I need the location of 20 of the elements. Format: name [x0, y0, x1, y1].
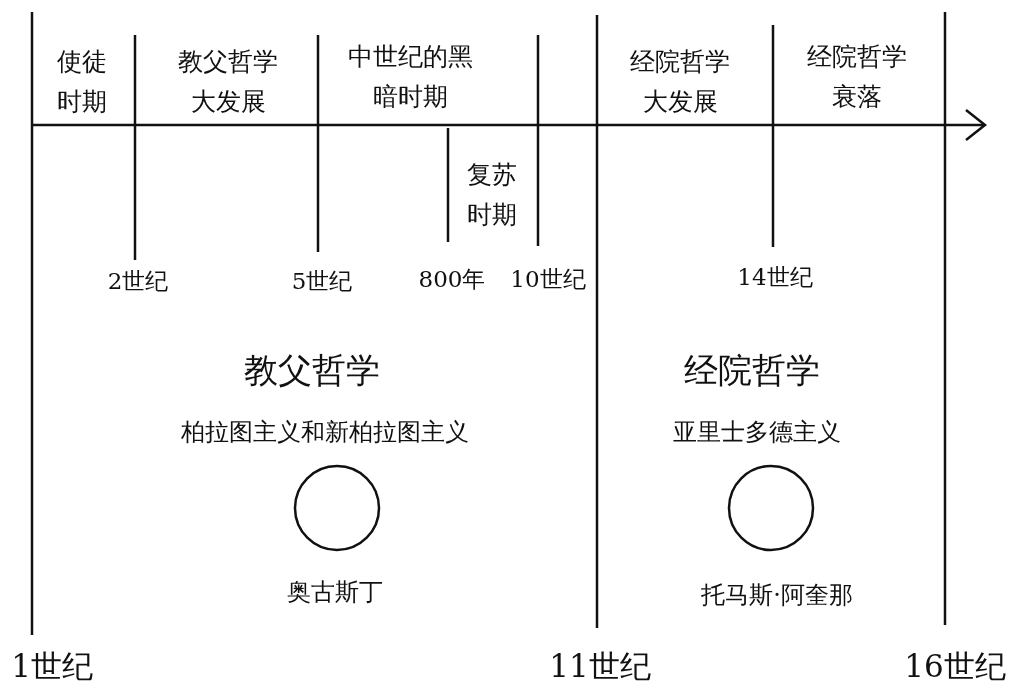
period-label: 教父哲学大发展 — [177, 46, 279, 118]
school-label: 亚里士多德主义 — [673, 418, 841, 447]
date-label: 2世纪 — [107, 268, 169, 296]
period-label: 经院哲学大发展 — [629, 46, 731, 118]
period-label: 复苏时期 — [466, 159, 518, 231]
person-name: 托马斯·阿奎那 — [701, 581, 853, 610]
century-label: 11世纪 — [549, 648, 651, 686]
period-label: 中世纪的黑暗时期 — [346, 41, 474, 113]
era-heading: 教父哲学 — [244, 350, 380, 391]
person-name: 奥古斯丁 — [287, 578, 383, 607]
date-label: 10世纪 — [510, 266, 586, 294]
school-label: 柏拉图主义和新柏拉图主义 — [181, 418, 469, 447]
century-label: 16世纪 — [904, 648, 1006, 686]
date-label: 5世纪 — [291, 268, 353, 296]
century-label: 1世纪 — [11, 648, 93, 686]
date-label: 800年 — [418, 266, 486, 294]
period-label: 经院哲学衰落 — [806, 41, 908, 113]
date-label: 14世纪 — [737, 264, 813, 292]
era-heading: 经院哲学 — [684, 350, 820, 391]
period-label: 使徒时期 — [56, 46, 108, 118]
